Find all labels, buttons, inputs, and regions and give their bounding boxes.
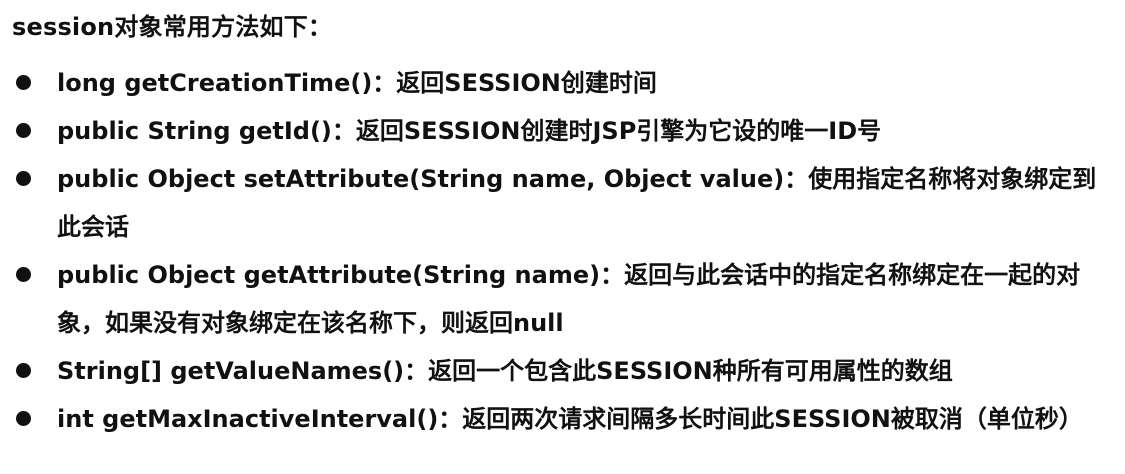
method-item-get-creation-time: long getCreationTime()：返回SESSION创建时间: [12, 59, 1113, 107]
method-text: int getMaxInactiveInterval()：返回两次请求间隔多长时…: [57, 405, 1083, 433]
method-item-get-value-names: String[] getValueNames()：返回一个包含此SESSION种…: [12, 347, 1113, 395]
method-text: String[] getValueNames()：返回一个包含此SESSION种…: [57, 357, 953, 385]
method-text: long getCreationTime()：返回SESSION创建时间: [57, 69, 657, 97]
bullet-icon: [16, 171, 31, 186]
method-item-get-max-inactive-interval: int getMaxInactiveInterval()：返回两次请求间隔多长时…: [12, 395, 1113, 443]
bullet-icon: [16, 411, 31, 426]
bullet-icon: [16, 75, 31, 90]
method-text: public String getId()：返回SESSION创建时JSP引擎为…: [57, 117, 882, 145]
method-text: public Object setAttribute(String name, …: [57, 165, 1097, 241]
method-text: public Object getAttribute(String name)：…: [57, 261, 1081, 337]
bullet-icon: [16, 267, 31, 282]
bullet-icon: [16, 363, 31, 378]
method-item-get-attribute: public Object getAttribute(String name)：…: [12, 251, 1113, 347]
method-item-get-id: public String getId()：返回SESSION创建时JSP引擎为…: [12, 107, 1113, 155]
method-list: long getCreationTime()：返回SESSION创建时间 pub…: [12, 59, 1113, 443]
bullet-icon: [16, 123, 31, 138]
method-item-set-attribute: public Object setAttribute(String name, …: [12, 155, 1113, 251]
page-title: session对象常用方法如下：: [12, 13, 333, 41]
